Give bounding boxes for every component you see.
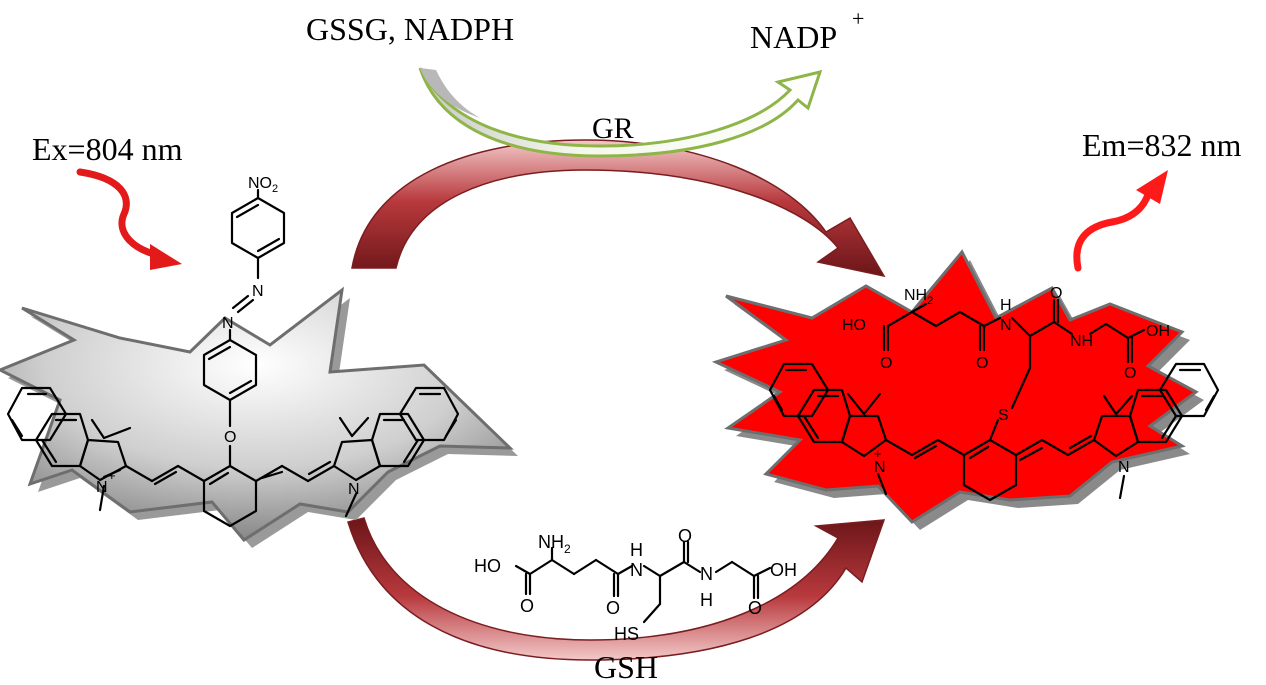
product-nh2: NH2 [904, 287, 933, 307]
gsh-h2: H [700, 590, 713, 610]
gsh-h: H [630, 540, 643, 560]
gsh-nh2: NH2 [538, 532, 571, 556]
gsh-oh: OH [770, 560, 797, 580]
gsh-ho: HO [474, 556, 501, 576]
indole-n-right: N [348, 481, 360, 498]
thiol-label: GSH [594, 649, 658, 685]
azo-n-lower: N [222, 315, 234, 332]
product-n1: N [1000, 317, 1012, 334]
product-atom-labels: NH2 HO O O H N O NH OH O S N + N [842, 285, 1170, 476]
product-h: H [1000, 297, 1012, 314]
probe-atom-labels: NO2 N N O N + N [96, 175, 360, 498]
ether-o-label: O [224, 429, 236, 446]
enzyme-label: GR [592, 112, 634, 145]
gr-cycle-arrow [418, 67, 823, 158]
probe-burst [0, 286, 518, 548]
gsh-structure [514, 540, 772, 624]
gsh-atom-labels: NH2 HO O O H N O N H OH O HS [474, 526, 797, 644]
product-oh: OH [1146, 323, 1170, 340]
gsh-o2: O [606, 598, 620, 618]
reagent-out-charge: + [852, 6, 864, 31]
product-o3: O [1050, 285, 1062, 302]
probe-structure [6, 188, 460, 528]
product-burst [711, 249, 1204, 530]
product-structure [768, 298, 1220, 502]
emission-label: Em=832 nm [1082, 127, 1241, 163]
product-o2: O [976, 355, 988, 372]
product-o1: O [880, 355, 892, 372]
product-charge: + [874, 446, 882, 461]
gsh-o3: O [678, 526, 692, 546]
product-ho: HO [842, 317, 866, 334]
gsh-o4: O [748, 598, 762, 618]
gsh-hs: HS [614, 624, 639, 644]
azo-n-upper: N [252, 283, 264, 300]
excitation-label: Ex=804 nm [32, 131, 183, 167]
gsh-n2: N [700, 564, 713, 584]
product-o4: O [1124, 365, 1136, 382]
gsh-o1: O [520, 596, 534, 616]
indolium-n-left: N [96, 479, 108, 496]
product-nh: NH [1070, 333, 1093, 350]
excitation-arrow [76, 168, 182, 270]
emission-arrow [1073, 170, 1168, 272]
nitro-label: NO2 [248, 175, 278, 195]
product-n-left: N [874, 459, 886, 476]
gsh-n1: N [630, 560, 643, 580]
reagents-in-label: GSSG, NADPH [306, 11, 514, 47]
upper-reaction-arrow [351, 139, 886, 278]
product-s: S [998, 407, 1009, 424]
product-n-right: N [1118, 459, 1130, 476]
lower-reaction-arrow [347, 517, 886, 661]
indolium-charge: + [108, 468, 116, 483]
reagent-out-label: NADP [750, 19, 837, 55]
